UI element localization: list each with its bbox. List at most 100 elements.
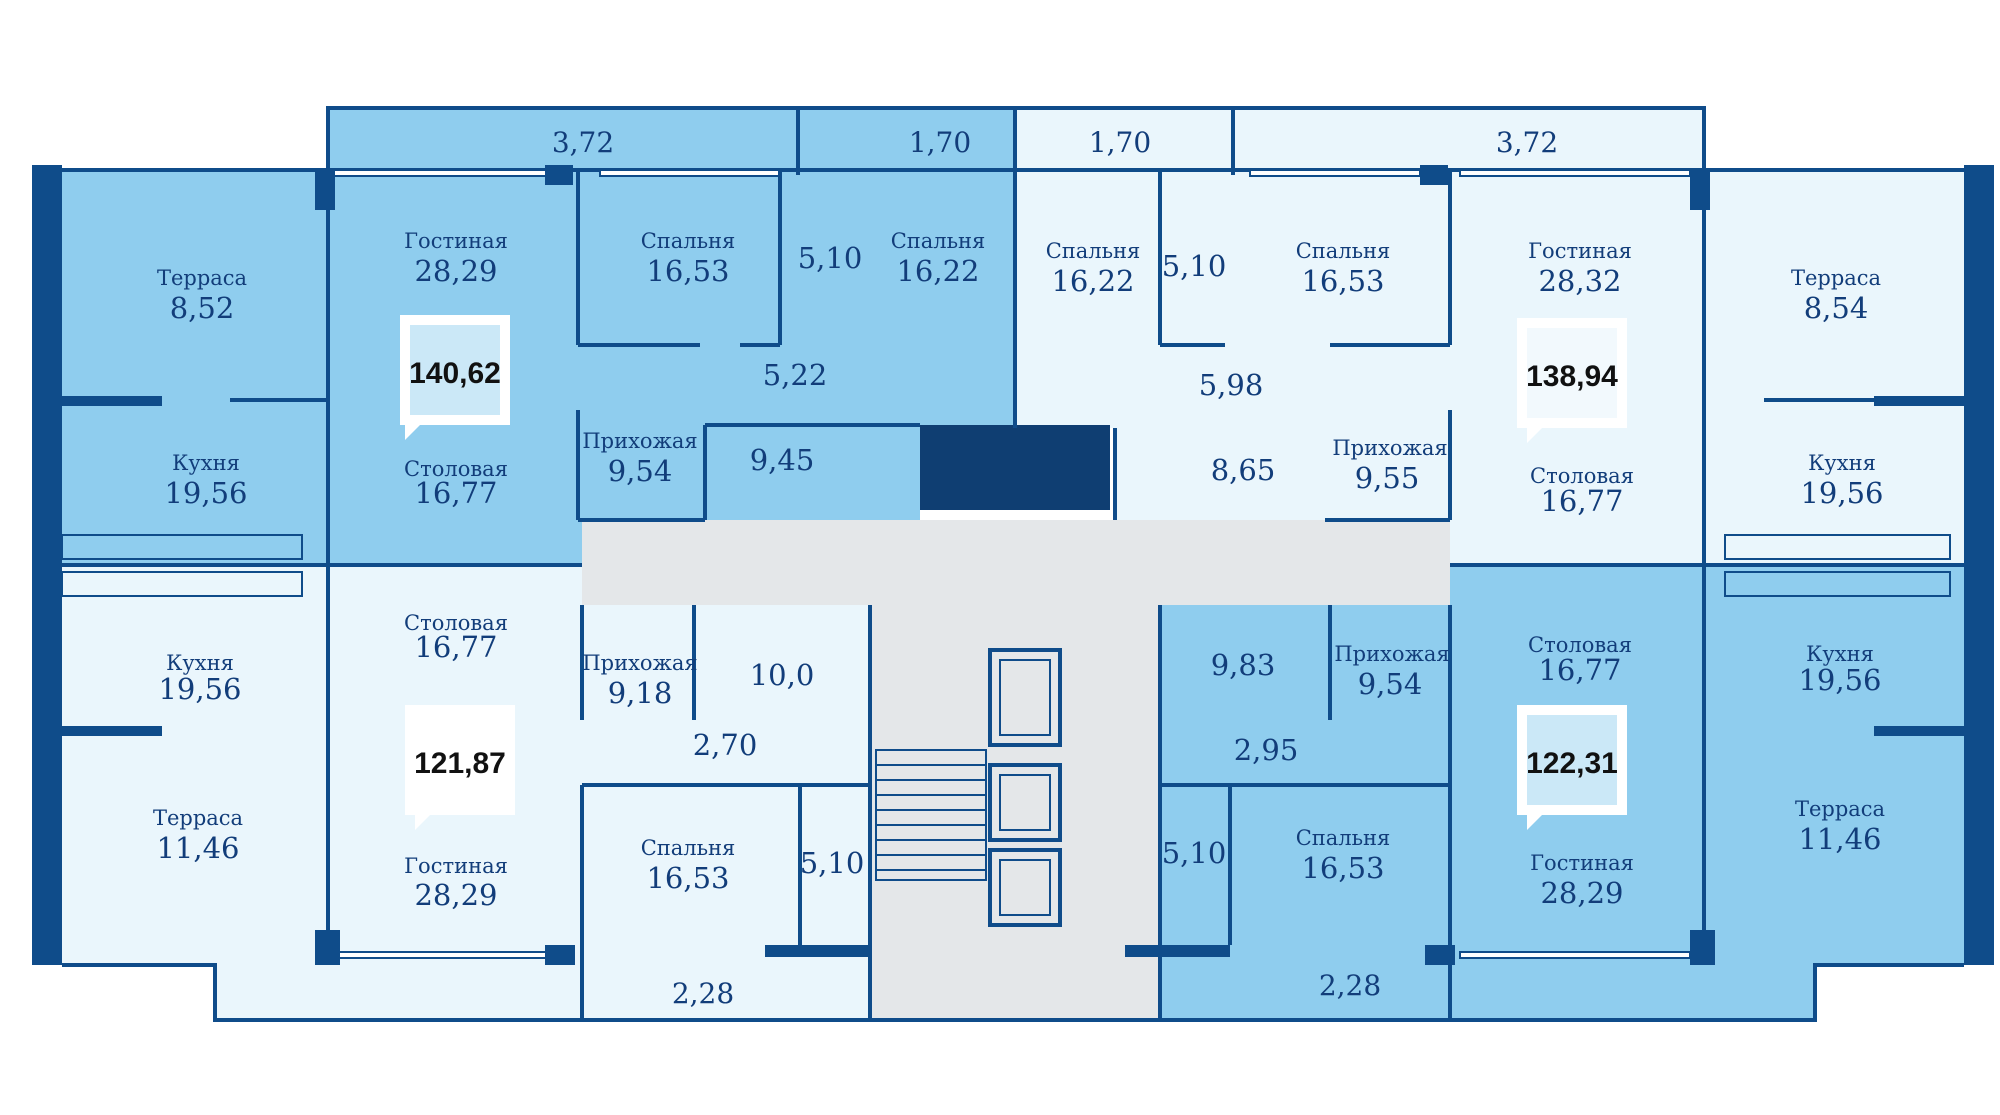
room-area: 5,10: [800, 846, 865, 880]
room-area: 28,29: [414, 878, 497, 912]
total-area: 140,62: [409, 357, 501, 390]
room-area: 8,65: [1211, 453, 1276, 487]
labels-top-right: Терраса 8,54 Гостиная 28,32 Кухня 19,56 …: [1046, 126, 1884, 518]
room-name: Столовая: [404, 611, 508, 635]
room-name: Гостиная: [1530, 851, 1634, 875]
room-area: 16,53: [646, 254, 729, 288]
room-area: 2,70: [693, 728, 758, 762]
balcony-size: 3,72: [552, 126, 614, 159]
room-area: 9,54: [1358, 667, 1423, 701]
apartment-top-right-area[interactable]: [1015, 108, 1964, 565]
room-area: 8,54: [1804, 291, 1869, 325]
room-name: Спальня: [1296, 826, 1391, 850]
total-area: 122,31: [1526, 747, 1618, 780]
room-area: 19,56: [1800, 476, 1883, 510]
room-area: 16,77: [1540, 484, 1623, 518]
room-area: 5,98: [1199, 368, 1264, 402]
room-area: 28,29: [414, 254, 497, 288]
balcony-size: 1,70: [909, 126, 971, 159]
room-area: 16,22: [896, 254, 979, 288]
labels-top-left: Терраса 8,52 Гостиная 28,29 Кухня 19,56 …: [157, 126, 985, 510]
room-name: Спальня: [1046, 239, 1141, 263]
room-area: 28,29: [1540, 876, 1623, 910]
room-area: 9,54: [608, 454, 673, 488]
lift-1: [988, 648, 1062, 747]
apartment-top-right[interactable]: [1015, 108, 1964, 565]
lift-3: [988, 848, 1062, 927]
room-area: 16,77: [414, 476, 497, 510]
room-name: Терраса: [157, 266, 247, 290]
room-area: 5,22: [763, 358, 828, 392]
room-area: 11,46: [156, 831, 239, 865]
total-area: 121,87: [414, 747, 506, 780]
labels-bottom-right: Кухня 19,56 Терраса 11,46 Столовая 16,77…: [1162, 633, 1885, 1002]
room-name: Прихожая: [582, 429, 697, 453]
labels-bottom-left: Кухня 19,56 Терраса 11,46 Столовая 16,77…: [153, 611, 864, 1010]
room-name: Спальня: [641, 229, 736, 253]
room-name: Гостиная: [404, 229, 508, 253]
apartment-top-left[interactable]: [62, 108, 1015, 565]
room-area: 16,22: [1051, 264, 1134, 298]
stair-hall-floor: [870, 605, 1160, 1020]
room-name: Спальня: [1296, 239, 1391, 263]
room-area: 16,77: [1538, 653, 1621, 687]
room-name: Прихожая: [1332, 436, 1447, 460]
room-area: 16,53: [1301, 851, 1384, 885]
room-name: Спальня: [641, 836, 736, 860]
room-name: Прихожая: [1334, 642, 1449, 666]
lift-2: [988, 763, 1062, 842]
counter-bottom-left: [61, 571, 303, 597]
room-area: 28,32: [1538, 264, 1621, 298]
room-name: Столовая: [1530, 464, 1634, 488]
room-name: Терраса: [1791, 266, 1881, 290]
room-area: 5,10: [1162, 249, 1227, 283]
kitchen-counters: [61, 534, 1951, 597]
room-area: 5,10: [1162, 836, 1227, 870]
room-area: 5,10: [798, 241, 863, 275]
room-area: 16,53: [646, 861, 729, 895]
total-area-badge: 140,62: [400, 315, 510, 440]
stair-steps: [876, 764, 986, 871]
balcony-size: 1,70: [1089, 126, 1151, 159]
staircase: [875, 648, 1062, 927]
room-area: 9,55: [1355, 461, 1420, 495]
room-area: 9,18: [608, 676, 673, 710]
room-area: 11,46: [1798, 822, 1881, 856]
elevator-shaft: [920, 425, 1110, 510]
room-area: 16,53: [1301, 264, 1384, 298]
counter-bottom-right: [1724, 571, 1951, 597]
common-corridor: [582, 425, 1450, 1020]
room-name: Гостиная: [1528, 239, 1632, 263]
apartment-top-left-area[interactable]: [62, 108, 1015, 565]
total-area-badge: 138,94: [1517, 318, 1627, 443]
stair-outline: [875, 749, 987, 881]
total-area-badge: 122,31: [1517, 705, 1627, 830]
room-area: 10,0: [750, 658, 815, 692]
room-name: Кухня: [1808, 451, 1876, 475]
counter-top-left: [61, 534, 303, 560]
balcony-size: 2,28: [672, 977, 734, 1010]
room-name: Терраса: [1795, 797, 1885, 821]
room-area: 8,52: [170, 291, 235, 325]
corridor-floor: [582, 520, 1450, 605]
total-area: 138,94: [1526, 360, 1618, 393]
room-name: Спальня: [891, 229, 986, 253]
room-area: 9,45: [750, 443, 815, 477]
room-area: 9,83: [1211, 648, 1276, 682]
walls: [32, 106, 1994, 1022]
room-name: Столовая: [1528, 633, 1632, 657]
balcony-size: 3,72: [1496, 126, 1558, 159]
room-area: 19,56: [1798, 663, 1881, 697]
room-name: Кухня: [166, 651, 234, 675]
room-area: 16,77: [414, 630, 497, 664]
room-name: Кухня: [172, 451, 240, 475]
room-area: 19,56: [164, 476, 247, 510]
room-name: Кухня: [1806, 642, 1874, 666]
room-name: Столовая: [404, 457, 508, 481]
room-name: Прихожая: [582, 651, 697, 675]
room-name: Терраса: [153, 806, 243, 830]
room-name: Гостиная: [404, 854, 508, 878]
balcony-size: 2,28: [1319, 969, 1381, 1002]
total-area-badge: 121,87: [405, 705, 515, 830]
